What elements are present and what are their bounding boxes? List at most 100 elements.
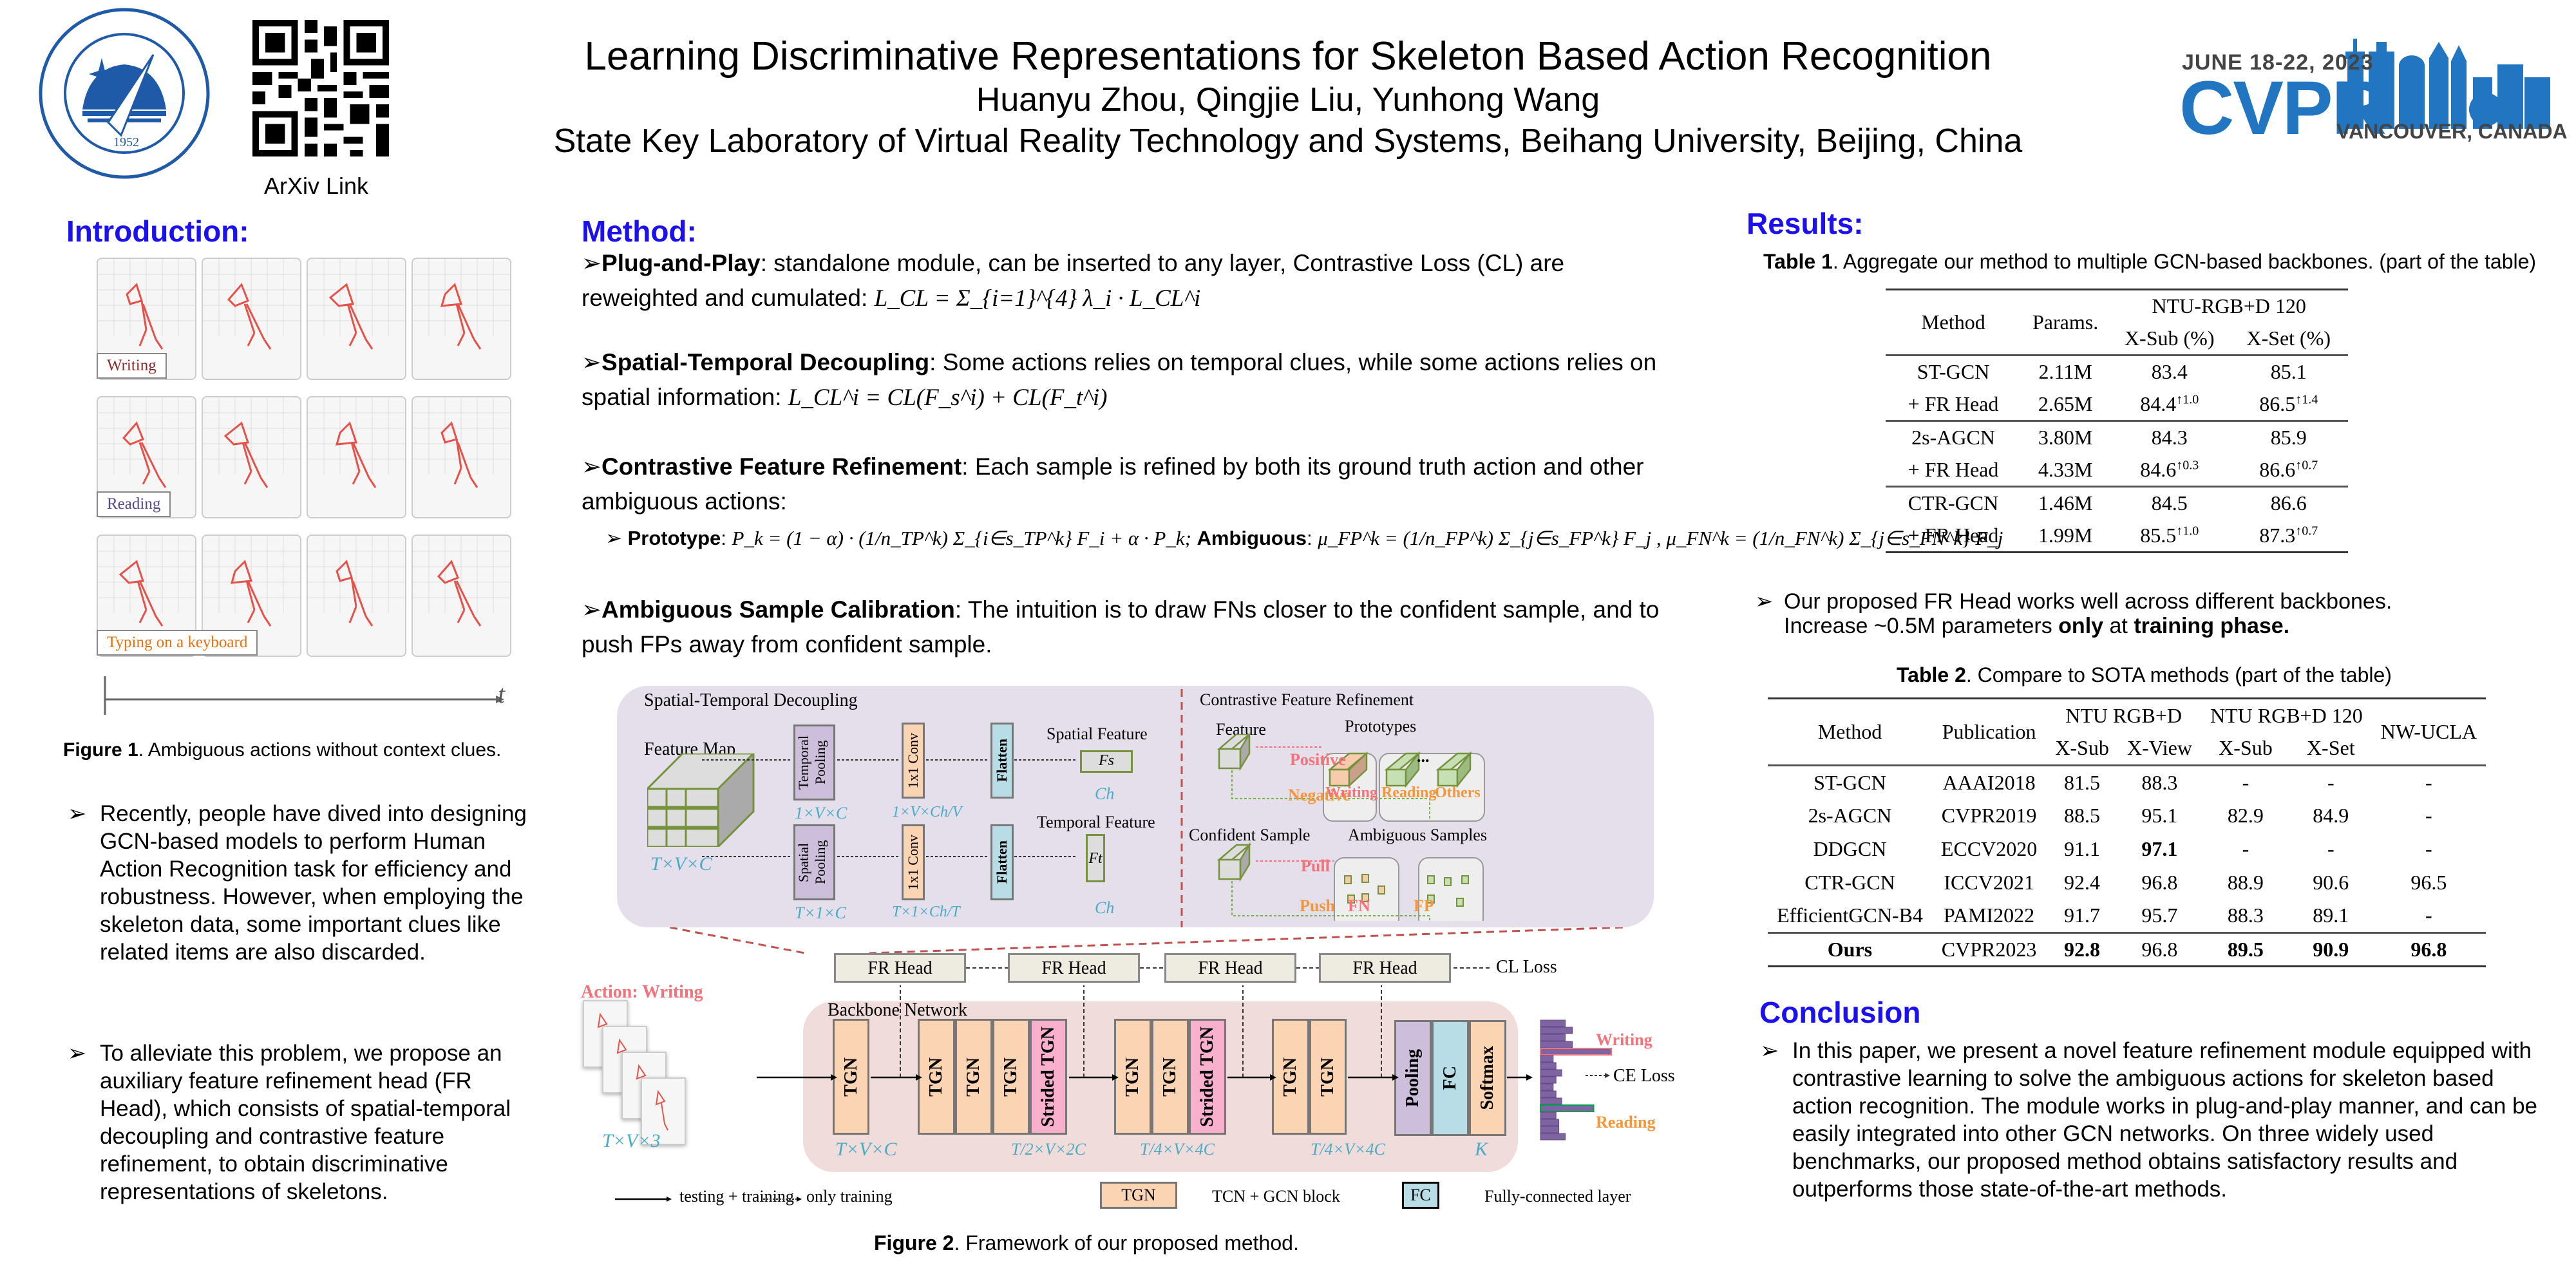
intro-bullet: ➢ Recently, people have dived into desig… <box>68 800 544 966</box>
score-bar <box>1540 1069 1562 1077</box>
table1-cell: + FR Head <box>1908 457 1999 481</box>
figure2-caption-text: . Framework of our proposed method. <box>954 1231 1299 1255</box>
score-bar <box>1540 1090 1557 1098</box>
table2-cell: CVPR2023 <box>1941 938 2037 961</box>
tgn-block: TGN <box>955 1019 992 1135</box>
skeleton-frame <box>202 258 301 380</box>
table2-header-xsub: X-Sub <box>2055 736 2109 760</box>
text-bold: training phase. <box>2134 614 2290 638</box>
poster-authors: Huanyu Zhou, Qingjie Liu, Yunhong Wang <box>976 81 1600 118</box>
figure1-caption: Figure 1. Ambiguous actions without cont… <box>63 739 501 761</box>
table2-header-ucla: NW-UCLA <box>2380 720 2477 743</box>
cfr-cubes <box>1217 734 1485 921</box>
confident-sample-label: Confident Sample <box>1189 826 1311 844</box>
table2-cell: 89.5 <box>2227 938 2264 961</box>
score-bar <box>1540 1048 1612 1056</box>
output-writing-label: Writing <box>1596 1030 1653 1049</box>
method-formula: L_CL = Σ_{i=1}^{4} λ_i · L_CL^i <box>874 285 1201 312</box>
skeleton-figure <box>98 536 195 627</box>
legend-tgn-desc: TCN + GCN block <box>1212 1187 1340 1206</box>
table2-cell: - <box>2425 904 2432 927</box>
negative-label: Negative <box>1288 786 1350 804</box>
table1-cell: 85.9 <box>2270 426 2307 450</box>
dim-label: T×V×C <box>650 853 712 875</box>
table2-cell: - <box>2425 770 2432 794</box>
legend-solid-label: testing + training <box>679 1187 794 1206</box>
table2-cell: 91.1 <box>2064 837 2101 860</box>
results-heading: Results: <box>1747 207 1864 240</box>
skeleton-figure <box>308 536 405 627</box>
action-writing-label: Action: Writing <box>581 982 703 1002</box>
softmax-block: Softmax <box>1469 1020 1506 1136</box>
legend-dotted-label: only training <box>806 1187 893 1206</box>
ellipsis: ... <box>1417 747 1430 766</box>
table2-cell: 90.9 <box>2313 938 2349 961</box>
skeleton-frame <box>307 396 406 518</box>
skeleton-figure <box>413 397 510 488</box>
table2-cell: Ours <box>1827 938 1873 961</box>
table2-cell: ICCV2021 <box>1944 871 2034 894</box>
temporal-feature-label: Temporal Feature <box>1037 813 1155 831</box>
table1-cell: 85.5↑1.0 <box>2140 523 2199 547</box>
method-item-title: Contrastive Feature Refinement <box>601 453 962 480</box>
figure1-caption-label: Figure 1 <box>63 739 138 761</box>
dim-label: T/2×V×2C <box>1011 1140 1086 1159</box>
method-heading: Method: <box>582 214 697 248</box>
dim-label: T×1×C <box>795 904 846 922</box>
flatten-block: Flatten <box>990 723 1014 799</box>
conclusion-heading: Conclusion <box>1759 996 1921 1029</box>
table1-cell: 3.80M <box>2038 426 2093 450</box>
table2-cell: 88.5 <box>2064 804 2101 827</box>
table1-cell: 2s-AGCN <box>1911 426 1995 450</box>
method-item-title: Ambiguous Sample Calibration <box>601 596 955 623</box>
table2-cell: 91.7 <box>2064 904 2101 927</box>
cvpr-name: CVPR <box>2179 66 2387 151</box>
table1-header-params: Params. <box>2032 310 2099 334</box>
arxiv-link-label[interactable]: ArXiv Link <box>264 173 369 199</box>
arxiv-qr-code[interactable] <box>252 18 389 158</box>
action-label: Typing on a keyboard <box>97 630 258 656</box>
proto-others-label: Others <box>1435 784 1481 801</box>
panel-divider <box>1180 689 1183 927</box>
text-bold: only <box>2058 614 2104 638</box>
intro-bullet: ➢ To alleviate this problem, we propose … <box>68 1039 544 1206</box>
vancouver-skyline-icon <box>2338 39 2550 129</box>
table1-cell: 1.99M <box>2038 523 2093 547</box>
fr-head-block: FR Head <box>1164 953 1296 983</box>
legend-tgn-box: TGN <box>1100 1182 1177 1209</box>
table1-cell: ST-GCN <box>1917 360 1990 384</box>
score-bar <box>1540 1133 1566 1141</box>
skeleton-frame <box>412 258 511 380</box>
method-item-cfr: ➢Contrastive Feature Refinement: Each sa… <box>582 453 1644 515</box>
table2-caption: Table 2. Compare to SOTA methods (part o… <box>1897 663 2392 687</box>
skeleton-frame <box>307 535 406 657</box>
table1-cell: 2.65M <box>2038 392 2093 415</box>
table2-cell: 96.8 <box>2141 871 2178 894</box>
table1-cell: 87.3↑0.7 <box>2259 523 2318 547</box>
fr-head-block: FR Head <box>1319 953 1451 983</box>
conv-block: 1x1 Conv <box>902 824 925 900</box>
figure2-caption: Figure 2. Framework of our proposed meth… <box>874 1231 1299 1255</box>
ce-loss-label: CE Loss <box>1613 1066 1675 1086</box>
table2-cell: 97.1 <box>2141 837 2178 860</box>
method-formula: L_CL^i = CL(F_s^i) + CL(F_t^i) <box>788 384 1108 411</box>
table2-cell: 2s-AGCN <box>1808 804 1892 827</box>
conclusion-bullet: ➢ In this paper, we present a novel feat… <box>1760 1037 2539 1203</box>
skeleton-figure <box>308 397 405 488</box>
table1-cell: 83.4 <box>2151 360 2188 384</box>
dim-label: T×V×3 <box>602 1130 661 1151</box>
table1-header-xset: X-Set (%) <box>2246 326 2331 350</box>
figure1-caption-text: . Ambiguous actions without context clue… <box>138 739 502 761</box>
table1-cell: 84.5 <box>2151 491 2188 515</box>
pipeline-arrows <box>757 967 1533 1081</box>
ambiguous-samples-label: Ambiguous Samples <box>1348 826 1487 844</box>
method-item-text: : Each sample is refined by both its gro… <box>582 453 1644 515</box>
table2-cell: ST-GCN <box>1814 770 1886 794</box>
score-bar <box>1540 1104 1595 1112</box>
prototype-label: Prototype <box>627 527 721 549</box>
table2-cell: 88.3 <box>2141 770 2178 794</box>
